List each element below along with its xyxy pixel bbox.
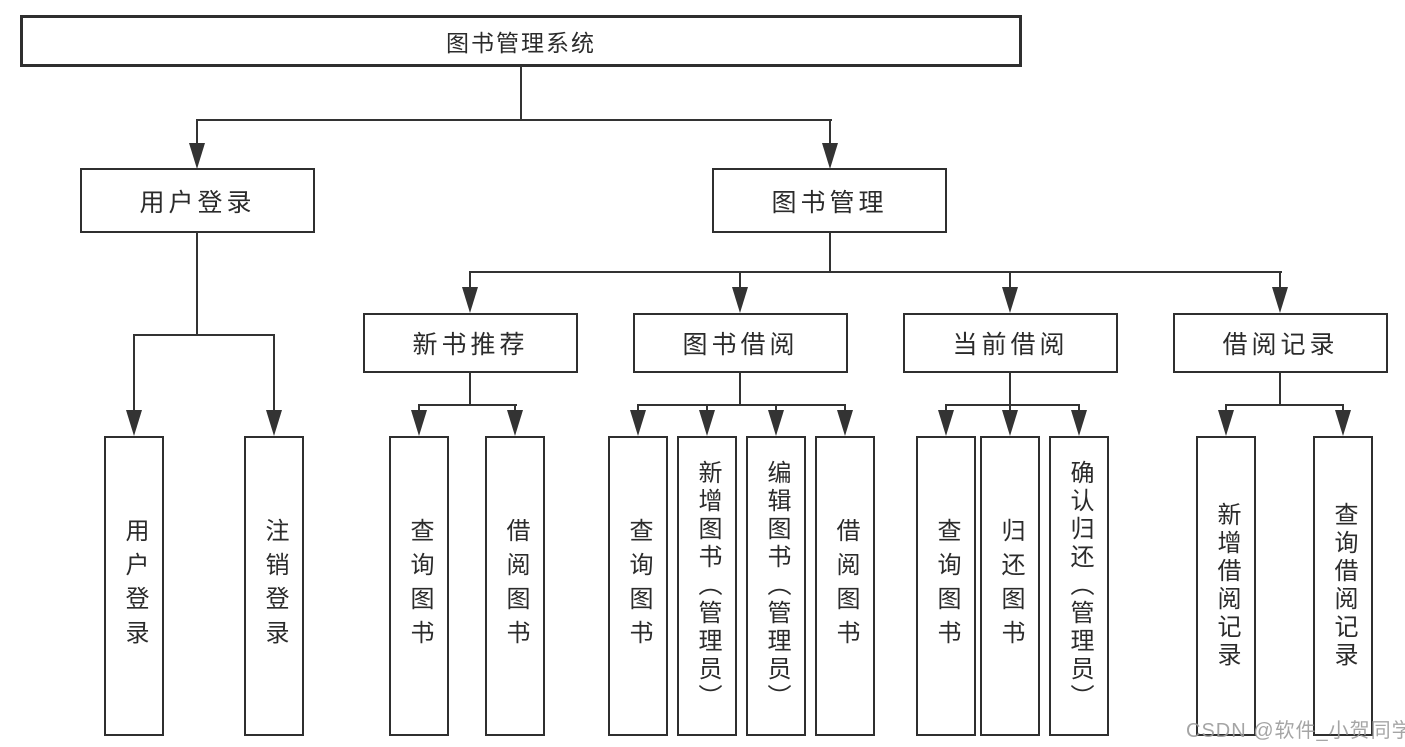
connector-line <box>133 334 275 336</box>
node-current-borrowing-label: 当前借阅 <box>952 331 1069 359</box>
arrow-down-icon <box>507 410 523 436</box>
leaf-nbr-query-books: 查询图书 <box>389 436 449 736</box>
arrow-down-icon <box>732 287 748 313</box>
leaf-br-query-record: 查询借阅记录 <box>1313 436 1373 736</box>
leaf-user-login: 用户登录 <box>104 436 164 736</box>
connector-line <box>196 232 198 336</box>
leaf-br-query-record-label: 查询借阅记录 <box>1330 502 1357 670</box>
connector-line <box>1225 404 1227 413</box>
leaf-logout: 注销登录 <box>244 436 304 736</box>
connector-line <box>133 334 135 412</box>
node-current-borrowing: 当前借阅 <box>903 313 1118 373</box>
connector-line <box>1342 404 1344 413</box>
node-root: 图书管理系统 <box>20 15 1022 67</box>
leaf-user-login-label: 用户登录 <box>121 518 148 654</box>
connector-line <box>1279 271 1281 289</box>
connector-line <box>469 271 1282 273</box>
connector-line <box>739 371 741 406</box>
connector-line <box>829 119 831 146</box>
node-book-management: 图书管理 <box>712 168 947 233</box>
leaf-bb-query-books-label: 查询图书 <box>625 518 652 654</box>
node-new-book-recommend-label: 新书推荐 <box>412 331 529 359</box>
arrow-down-icon <box>1272 287 1288 313</box>
connector-line <box>775 404 777 413</box>
node-book-borrowing-label: 图书借阅 <box>682 331 799 359</box>
node-book-management-label: 图书管理 <box>771 188 888 217</box>
leaf-bb-borrow-books-label: 借阅图书 <box>832 518 859 654</box>
connector-line <box>273 334 275 412</box>
leaf-bb-add-books-admin: 新增图书（管理员） <box>677 436 737 736</box>
connector-line <box>637 404 846 406</box>
leaf-bb-borrow-books: 借阅图书 <box>815 436 875 736</box>
arrow-down-icon <box>1218 410 1234 436</box>
connector-line <box>469 271 471 289</box>
node-user-login-label: 用户登录 <box>139 188 256 217</box>
csdn-watermark: CSDN @软件_小贺同学 <box>1186 720 1405 742</box>
connector-line <box>1009 371 1011 406</box>
connector-line <box>945 404 947 413</box>
leaf-cb-return-books: 归还图书 <box>980 436 1040 736</box>
connector-line <box>844 404 846 413</box>
connector-line <box>1225 404 1344 406</box>
connector-line <box>418 404 517 406</box>
node-book-borrowing: 图书借阅 <box>633 313 848 373</box>
leaf-cb-return-books-label: 归还图书 <box>997 518 1024 654</box>
connector-line <box>196 119 198 146</box>
arrow-down-icon <box>462 287 478 313</box>
connector-line <box>739 271 741 289</box>
leaf-br-add-record-label: 新增借阅记录 <box>1213 502 1240 670</box>
connector-line <box>514 404 516 413</box>
connector-line <box>196 119 832 121</box>
leaf-nbr-query-books-label: 查询图书 <box>406 518 433 654</box>
leaf-bb-edit-books-admin: 编辑图书（管理员） <box>746 436 806 736</box>
connector-line <box>1279 371 1281 406</box>
arrow-down-icon <box>630 410 646 436</box>
arrow-down-icon <box>822 143 838 169</box>
connector-line <box>637 404 639 413</box>
leaf-cb-confirm-return-admin-label: 确认归还（管理员） <box>1066 460 1093 712</box>
node-borrowing-records: 借阅记录 <box>1173 313 1388 373</box>
connector-line <box>706 404 708 413</box>
connector-line <box>1009 271 1011 289</box>
leaf-nbr-borrow-books: 借阅图书 <box>485 436 545 736</box>
connector-line <box>945 404 1080 406</box>
connector-line <box>829 232 831 273</box>
connector-line <box>1078 404 1080 413</box>
arrow-down-icon <box>768 410 784 436</box>
node-root-label: 图书管理系统 <box>446 30 596 56</box>
arrow-down-icon <box>189 143 205 169</box>
connector-line <box>469 371 471 406</box>
arrow-down-icon <box>1002 410 1018 436</box>
arrow-down-icon <box>266 410 282 436</box>
arrow-down-icon <box>411 410 427 436</box>
arrow-down-icon <box>699 410 715 436</box>
leaf-cb-query-books-label: 查询图书 <box>933 518 960 654</box>
node-new-book-recommend: 新书推荐 <box>363 313 578 373</box>
arrow-down-icon <box>1335 410 1351 436</box>
arrow-down-icon <box>1071 410 1087 436</box>
leaf-cb-query-books: 查询图书 <box>916 436 976 736</box>
connector-line <box>418 404 420 413</box>
leaf-logout-label: 注销登录 <box>261 518 288 654</box>
arrow-down-icon <box>938 410 954 436</box>
leaf-bb-query-books: 查询图书 <box>608 436 668 736</box>
leaf-bb-edit-books-admin-label: 编辑图书（管理员） <box>763 460 790 712</box>
leaf-cb-confirm-return-admin: 确认归还（管理员） <box>1049 436 1109 736</box>
leaf-bb-add-books-admin-label: 新增图书（管理员） <box>694 460 721 712</box>
arrow-down-icon <box>126 410 142 436</box>
arrow-down-icon <box>1002 287 1018 313</box>
node-user-login: 用户登录 <box>80 168 315 233</box>
connector-line <box>1009 404 1011 413</box>
leaf-nbr-borrow-books-label: 借阅图书 <box>502 518 529 654</box>
arrow-down-icon <box>837 410 853 436</box>
leaf-br-add-record: 新增借阅记录 <box>1196 436 1256 736</box>
node-borrowing-records-label: 借阅记录 <box>1222 331 1339 359</box>
connector-line <box>520 66 522 121</box>
